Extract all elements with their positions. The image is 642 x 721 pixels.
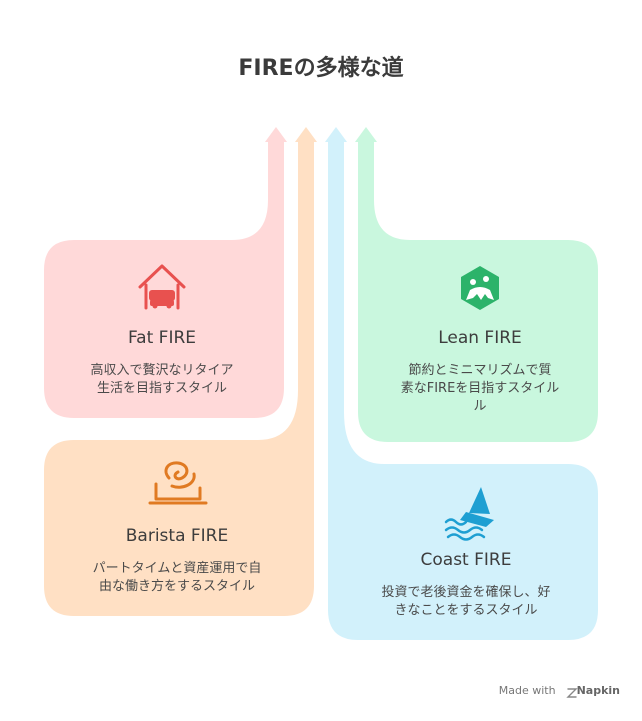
coast-fire-card (328, 140, 598, 640)
coffee-cup-icon (148, 461, 208, 505)
barista-fire-arrow (295, 127, 317, 142)
frog-hexagon-icon (461, 266, 499, 310)
page-title: FIREの多様な道 (238, 56, 404, 81)
fat-fire-title: Fat FIRE (127, 328, 197, 348)
barista-fire-card (44, 140, 314, 616)
coast-fire-arrow (325, 127, 347, 142)
napkin-logo-icon (566, 688, 578, 698)
made-with-napkin-footer: Made with Napkin (499, 684, 620, 697)
sailboat-icon (444, 487, 494, 541)
made-with-label: Made with (498, 684, 556, 697)
coast-fire-title: Coast FIRE (420, 550, 512, 570)
barista-fire-title: Barista FIRE (125, 526, 229, 546)
barista-fire-description: パートタイムと資産運用で自 由な働き方をするスタイル (64, 560, 290, 596)
lean-fire-desc-line-1: 節約とミニマリズムで質 (408, 363, 552, 378)
lean-fire-arrow (355, 127, 377, 142)
barista-fire-desc-line-2: 由な働き方をするスタイル (98, 579, 255, 594)
lean-fire-desc-line-3: ル (473, 399, 487, 414)
fat-fire-desc-line-1: 高収入で贅沢なリタイア (90, 363, 234, 378)
napkin-brand-label: Napkin (576, 684, 620, 697)
lean-fire-description: 節約とミニマリズムで質 素なFIREを目指すスタイル ル (382, 362, 578, 416)
coast-fire-desc-line-2: きなことをするスタイル (394, 603, 538, 618)
coast-fire-desc-line-1: 投資で老後資金を確保し、好 (381, 585, 551, 600)
fat-fire-arrow (265, 127, 287, 142)
house-car-icon (138, 264, 186, 310)
fat-fire-desc-line-2: 生活を目指すスタイル (96, 381, 227, 396)
lean-fire-desc-line-2: 素なFIREを目指すスタイル (400, 381, 560, 396)
coast-fire-description: 投資で老後資金を確保し、好 きなことをするスタイル (354, 584, 578, 620)
lean-fire-title: Lean FIRE (438, 328, 522, 348)
fat-fire-description: 高収入で贅沢なリタイア 生活を目指すスタイル (64, 362, 260, 398)
fat-fire-card (44, 140, 284, 418)
barista-fire-desc-line-1: パートタイムと資産運用で自 (92, 561, 262, 576)
